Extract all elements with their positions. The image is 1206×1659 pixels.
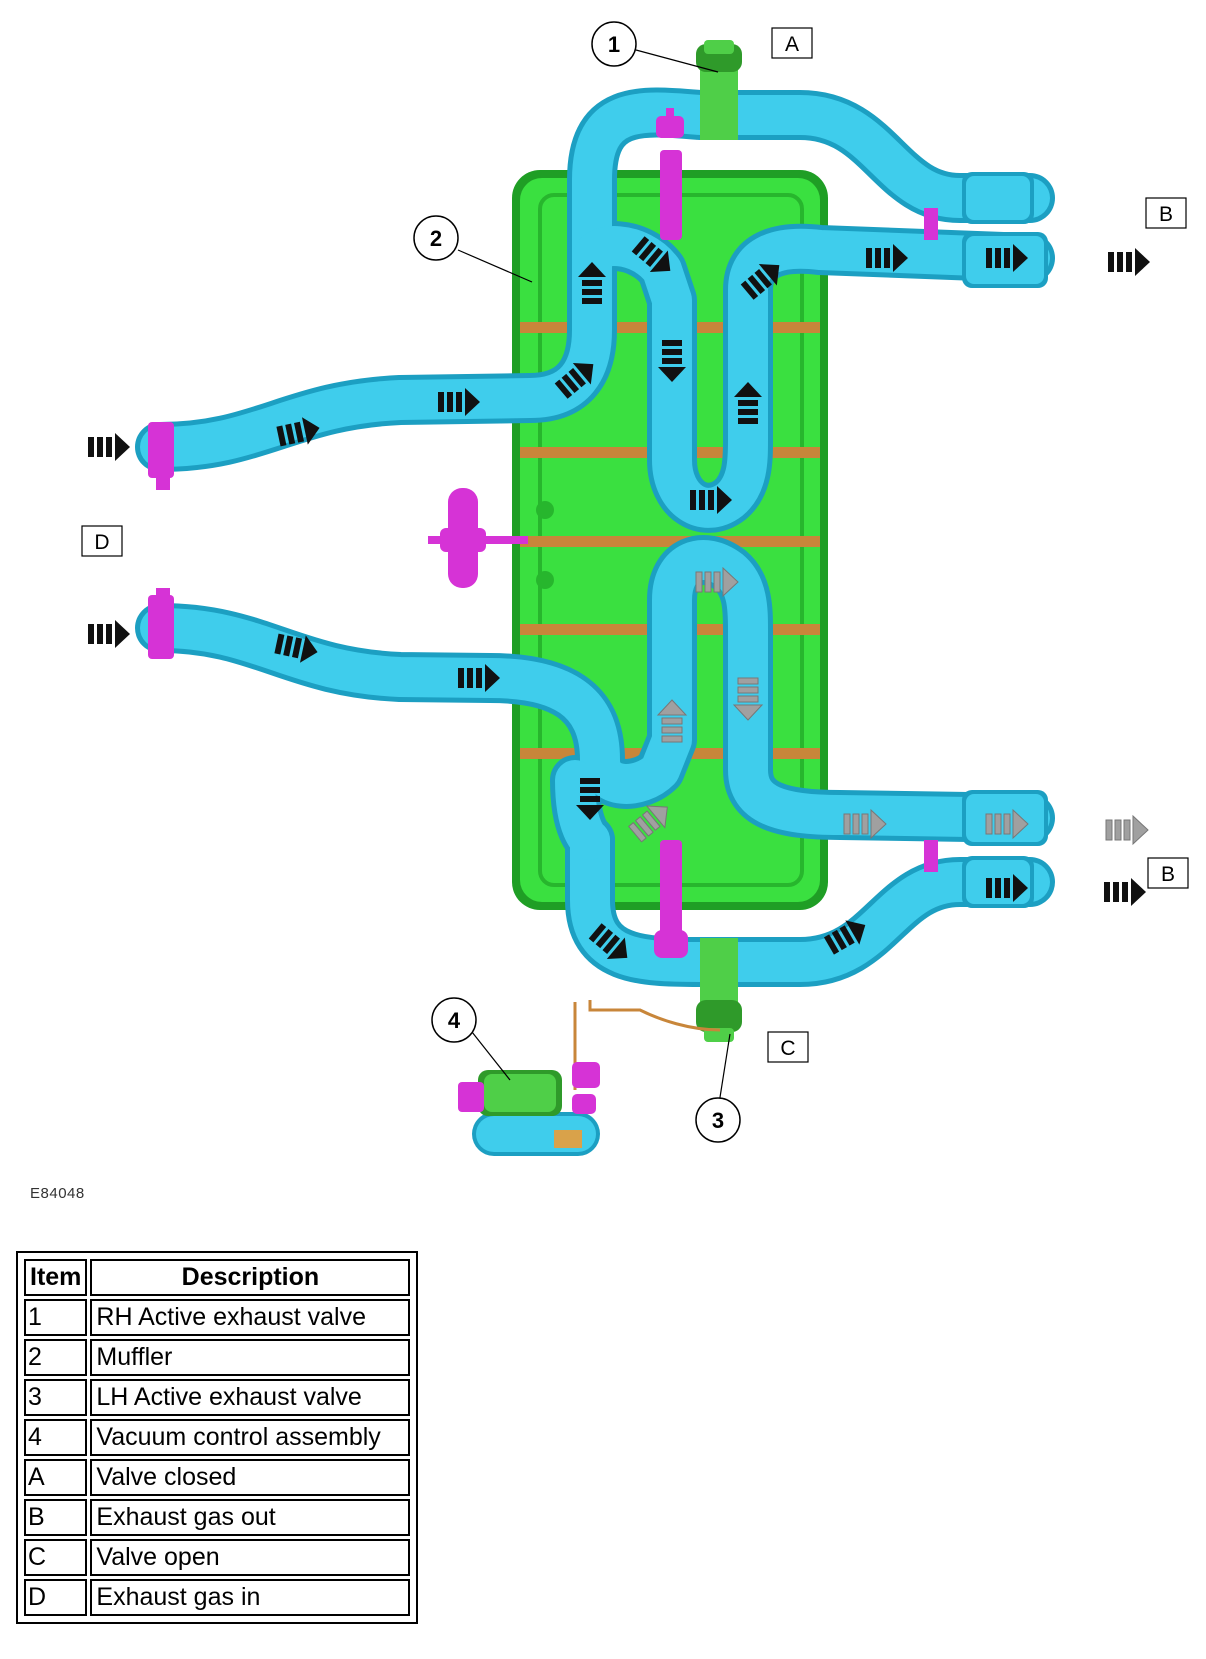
label-d-gas-in: D bbox=[81, 525, 123, 557]
legend-item: 2 bbox=[24, 1339, 88, 1376]
legend-header-item: Item bbox=[24, 1259, 88, 1296]
legend-description: Vacuum control assembly bbox=[90, 1419, 411, 1456]
vacuum-control-assembly bbox=[458, 1000, 721, 1156]
legend-description: RH Active exhaust valve bbox=[90, 1299, 411, 1336]
label-c-text: C bbox=[780, 1037, 795, 1060]
legend-item: 3 bbox=[24, 1379, 88, 1416]
valve-actuators bbox=[654, 108, 688, 958]
callout-1: 1 bbox=[591, 21, 637, 67]
label-b-top-text: B bbox=[1159, 203, 1173, 226]
legend-description: Valve open bbox=[90, 1539, 411, 1576]
callout-2: 2 bbox=[413, 215, 459, 261]
legend-header-row: Item Description bbox=[24, 1259, 411, 1296]
label-d-text: D bbox=[94, 531, 109, 554]
table-row: 2 Muffler bbox=[24, 1339, 411, 1376]
legend-item: B bbox=[24, 1499, 88, 1536]
legend-item: C bbox=[24, 1539, 88, 1576]
hanger-bracket bbox=[428, 488, 528, 588]
legend-item: 4 bbox=[24, 1419, 88, 1456]
label-a-text: A bbox=[785, 33, 799, 56]
lh-active-exhaust-valve bbox=[696, 938, 742, 1042]
table-row: C Valve open bbox=[24, 1539, 411, 1576]
table-row: 1 RH Active exhaust valve bbox=[24, 1299, 411, 1336]
label-b-bottom-text: B bbox=[1161, 863, 1175, 886]
table-row: D Exhaust gas in bbox=[24, 1579, 411, 1616]
legend-description: LH Active exhaust valve bbox=[90, 1379, 411, 1416]
callout-3: 3 bbox=[695, 1097, 741, 1143]
exhaust-system-diagram: 1 2 3 4 A B B C D bbox=[81, 21, 1189, 1156]
callout-4-label: 4 bbox=[448, 1008, 461, 1033]
table-row: 3 LH Active exhaust valve bbox=[24, 1379, 411, 1416]
legend-header-description: Description bbox=[90, 1259, 411, 1296]
callout-3-label: 3 bbox=[712, 1108, 724, 1133]
legend-table-frame: Item Description 1 RH Active exhaust val… bbox=[16, 1251, 419, 1624]
table-row: A Valve closed bbox=[24, 1459, 411, 1496]
label-b-gas-out-top: B bbox=[1145, 197, 1187, 229]
legend-description: Exhaust gas out bbox=[90, 1499, 411, 1536]
legend-description: Muffler bbox=[90, 1339, 411, 1376]
callout-leaders bbox=[457, 49, 731, 1111]
label-b-gas-out-bottom: B bbox=[1147, 857, 1189, 889]
legend-description: Exhaust gas in bbox=[90, 1579, 411, 1616]
label-c-valve-open: C bbox=[767, 1031, 809, 1063]
table-row: 4 Vacuum control assembly bbox=[24, 1419, 411, 1456]
rh-active-exhaust-valve bbox=[696, 40, 742, 140]
legend-table: Item Description 1 RH Active exhaust val… bbox=[21, 1256, 413, 1619]
legend-item: 1 bbox=[24, 1299, 88, 1336]
callout-2-label: 2 bbox=[430, 226, 442, 251]
inlet-flanges bbox=[148, 422, 174, 659]
legend-item: A bbox=[24, 1459, 88, 1496]
legend-item: D bbox=[24, 1579, 88, 1616]
table-row: B Exhaust gas out bbox=[24, 1499, 411, 1536]
legend-description: Valve closed bbox=[90, 1459, 411, 1496]
callout-1-label: 1 bbox=[608, 32, 620, 57]
callout-4: 4 bbox=[431, 997, 477, 1043]
label-a-valve-closed: A bbox=[771, 27, 813, 59]
figure-id: E84048 bbox=[30, 1185, 85, 1202]
